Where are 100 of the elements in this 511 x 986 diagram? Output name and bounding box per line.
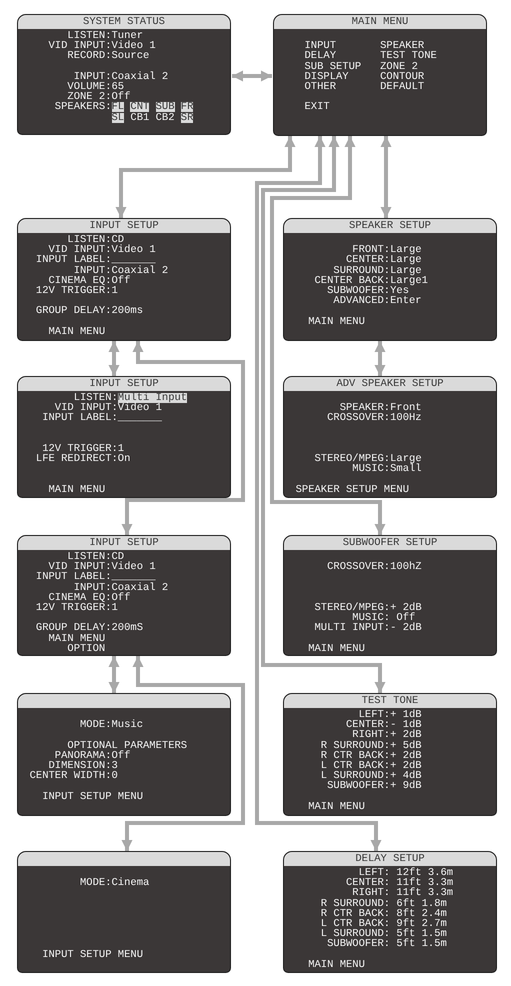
menu-screen xyxy=(273,14,487,136)
arrow xyxy=(122,341,245,535)
screen-title: INPUT SETUP xyxy=(18,219,230,233)
menu-line: LISTEN:CD xyxy=(67,552,124,562)
menu-line: SPEAKER SETUP MENU xyxy=(296,484,410,495)
menu-line: MODE:Music xyxy=(80,720,144,730)
menu-line: GROUP DELAY:200mS xyxy=(36,623,144,634)
menu-line: ADVANCED:Enter xyxy=(333,296,422,306)
menu-line: R SURROUND:+ 5dB xyxy=(320,740,422,751)
menu-screen xyxy=(17,851,231,973)
menu-line: RIGHT:+ 2dB xyxy=(352,730,422,740)
menu-line: SUBWOOFER:+ 9dB xyxy=(327,781,422,792)
menu-line: EXIT xyxy=(304,102,330,112)
menu-line: R CTR BACK: 8ft 2.4m xyxy=(320,908,447,919)
highlighted-value: Multi Input xyxy=(118,393,188,403)
menu-line: OPTIONAL PARAMETERS xyxy=(67,740,188,751)
arrow xyxy=(261,136,386,693)
menu-line: VID INPUT:Video 1 xyxy=(48,245,156,256)
screen-title: TEST TONE xyxy=(284,694,496,708)
menu-line: STEREO/MPEG:Large xyxy=(314,454,422,464)
screen-title: INPUT SETUP xyxy=(18,377,230,391)
menu-line: MAIN MENU xyxy=(48,484,106,495)
screen-title: SUBWOOFER SETUP xyxy=(284,536,496,550)
menu-line: VID INPUT:Video 1 xyxy=(48,41,156,52)
menu-screen xyxy=(17,14,231,135)
menu-line: INPUT SETUP MENU xyxy=(42,950,144,960)
menu-line: MAIN MENU xyxy=(48,634,106,644)
menu-line: MULTI INPUT:- 2dB xyxy=(314,623,422,634)
highlighted-value: SR xyxy=(180,112,194,123)
menu-line: CROSSOVER:100hZ xyxy=(327,562,422,572)
menu-line: 12V TRIGGER:1 xyxy=(36,603,118,613)
menu-line: SPEAKER xyxy=(380,41,424,52)
menu-line: L SURROUND:+ 4dB xyxy=(320,771,422,782)
menu-line: VOLUME:65 xyxy=(67,82,124,92)
menu-line: CENTER BACK:Large1 xyxy=(314,276,428,286)
menu-line: CENTER:Large xyxy=(346,255,422,266)
menu-line: RIGHT: 11ft 3.3m xyxy=(352,888,454,898)
menu-line: CENTER: 11ft 3.3m xyxy=(346,878,454,888)
menu-line: INPUT LABEL:_______ xyxy=(36,255,156,266)
menu-line: INPUT LABEL:_______ xyxy=(42,413,162,424)
arrow xyxy=(232,70,272,82)
menu-screen xyxy=(283,218,497,341)
menu-line: L CTR BACK: 9ft 2.7m xyxy=(320,919,447,929)
menu-line: MODE:Cinema xyxy=(80,878,150,888)
menu-screen xyxy=(17,376,231,498)
menu-line: ZONE 2 xyxy=(380,62,418,72)
menu-line: LEFT:+ 1dB xyxy=(358,710,422,720)
menu-line: CONTOUR xyxy=(380,72,424,82)
menu-line: SUB SETUP xyxy=(304,62,362,72)
menu-line: VID INPUT:Video 1 xyxy=(48,562,156,572)
menu-line: FRONT:Large xyxy=(352,245,422,256)
menu-line: LISTEN:CD xyxy=(67,235,124,245)
menu-line: DELAY xyxy=(304,51,336,62)
menu-line: SPEAKERS: xyxy=(54,102,112,112)
menu-line: MAIN MENU xyxy=(308,644,365,654)
menu-line: L CTR BACK:+ 2dB xyxy=(320,761,422,771)
menu-line: INPUT xyxy=(304,41,336,52)
menu-line: MAIN MENU xyxy=(308,960,365,970)
menu-line: ZONE 2:Off xyxy=(67,92,130,102)
screen-title: DELAY SETUP xyxy=(284,852,496,866)
menu-line: CENTER:- 1dB xyxy=(346,720,422,730)
menu-line: SUBWOOFER: 5ft 1.5m xyxy=(327,939,447,950)
highlighted-value: SL xyxy=(112,112,124,123)
screen-title: ADV SPEAKER SETUP xyxy=(284,377,496,391)
highlighted-value: SUB xyxy=(156,102,174,112)
menu-line: R SURROUND: 6ft 1.8m xyxy=(320,898,447,909)
menu-line: 12V TRIGGER:1 xyxy=(36,286,118,296)
menu-line: DISPLAY xyxy=(304,72,349,82)
menu-line: CB2 xyxy=(156,112,174,123)
menu-line: MUSIC: Off xyxy=(352,613,416,624)
screen-title: MAIN MENU xyxy=(274,15,486,29)
menu-screen xyxy=(283,376,497,498)
menu-line: INPUT:Coaxial 2 xyxy=(74,266,168,276)
menu-line: LISTEN:Tuner xyxy=(67,31,144,41)
menu-screen xyxy=(17,693,231,816)
menu-line: DEFAULT xyxy=(380,82,424,92)
arrow xyxy=(380,136,392,218)
menu-line: INPUT LABEL:_______ xyxy=(36,572,156,582)
arrow xyxy=(108,341,120,376)
highlighted-value: FR xyxy=(180,102,194,112)
arrow xyxy=(108,656,120,693)
menu-line: SURROUND:Large xyxy=(333,266,422,276)
arrow xyxy=(374,341,386,376)
menu-line: OTHER xyxy=(304,82,336,92)
menu-line: L SURROUND: 5ft 1.5m xyxy=(320,929,447,940)
menu-line: INPUT:Coaxial 2 xyxy=(74,582,168,593)
menu-line: SUBWOOFER:Yes xyxy=(327,286,410,296)
arrow xyxy=(116,136,296,218)
menu-line: CROSSOVER:100Hz xyxy=(327,413,422,424)
menu-line: R CTR BACK:+ 2dB xyxy=(320,750,422,761)
arrow xyxy=(270,136,386,535)
screen-title: SPEAKER SETUP xyxy=(284,219,496,233)
menu-line: MAIN MENU xyxy=(308,802,365,812)
arrow xyxy=(122,656,245,851)
menu-line: TEST TONE xyxy=(380,51,437,62)
menu-screen xyxy=(17,535,231,656)
menu-line: SPEAKER:Front xyxy=(340,403,422,414)
arrow xyxy=(255,136,382,851)
menu-screen xyxy=(283,851,497,973)
menu-line: INPUT:Coaxial 2 xyxy=(74,72,168,82)
